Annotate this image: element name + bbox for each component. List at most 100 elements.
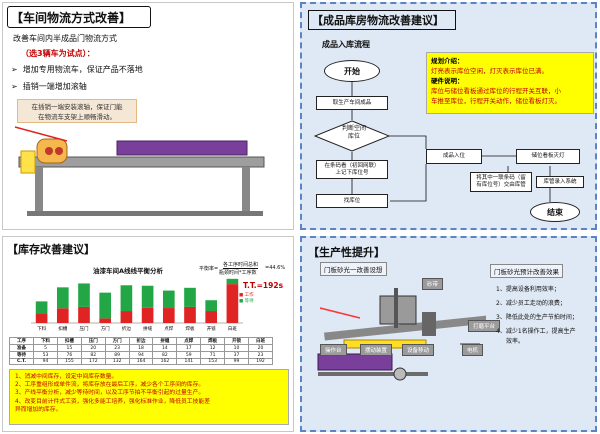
effect-item: 3、降低此处的生产节拍时间； <box>496 314 578 321</box>
table-cell: 192 <box>247 358 274 365</box>
x-tick-label: 下料 <box>37 325 46 331</box>
table-cell: 14 <box>152 344 178 352</box>
flow-start: 开始 <box>324 60 380 82</box>
bar-等待 <box>120 285 133 312</box>
chart-title: 油漆车间A线线平衡分析 <box>93 267 164 275</box>
plan-note: 规划介绍： 灯亮表示库位空闲，灯灭表示库位已满。 硬件说明： 库位与储位看板通过… <box>426 52 594 114</box>
bar-等待 <box>56 287 69 309</box>
table-cell: 5 <box>33 344 58 352</box>
cart-illustration <box>14 126 265 216</box>
bar-工作 <box>184 306 196 323</box>
bar-工作 <box>56 308 69 323</box>
line-balance-chart: 下料扣槽压门方门折边拼缝点焊焊板开锁白班 <box>31 278 243 331</box>
flow-step: 在条码看（初回网联）上记下库位号 <box>316 160 388 179</box>
label-swing-device: 摆动装置 <box>360 344 393 356</box>
bar-等待 <box>78 283 90 307</box>
legend-work: ■ 工作 <box>239 293 254 298</box>
bar-工作 <box>35 313 48 323</box>
table-cell: 89 <box>104 351 130 359</box>
table-cell: 172 <box>80 358 106 365</box>
effect-item: 4、减少1名操作工，提高生产 <box>496 328 576 335</box>
label-sandbelt: 砂带 <box>422 278 444 290</box>
x-tick-label: 压门 <box>80 325 89 331</box>
bullet-item: ➢ 插销一端增加滚轴 <box>11 82 87 91</box>
label-equipment-move: 设备移动 <box>402 344 435 356</box>
flow-end: 结束 <box>530 202 580 222</box>
takt-time: T.T.=192s <box>243 281 284 290</box>
bullet-item: ➢ 增加专用物流车，保证产品不落地 <box>11 65 143 74</box>
bar-等待 <box>99 292 112 319</box>
x-tick-label: 点焊 <box>164 325 173 331</box>
bar-工作 <box>141 307 154 323</box>
bar-工作 <box>78 306 90 323</box>
x-tick-label: 白班 <box>228 325 237 331</box>
logistics-panel: 【车间物流方式改善】 改善车间内半成品门物流方式 （选3辆车为试点）： ➢ 增加… <box>2 2 294 230</box>
table-cell: 164 <box>128 358 154 365</box>
table-cell: 10 <box>224 344 249 352</box>
balance-rate-label: 平衡率= <box>199 266 219 272</box>
table-cell: 76 <box>56 351 82 359</box>
bar-等待 <box>162 290 175 309</box>
bar-等待 <box>226 278 239 285</box>
table-cell: 12 <box>200 344 226 352</box>
label-motor: 电机 <box>462 344 484 356</box>
table-cell: 方门 <box>104 337 130 345</box>
bar-工作 <box>162 308 175 323</box>
table-cell: 15 <box>56 344 82 352</box>
table-cell: 94 <box>128 351 154 359</box>
table-cell: 99 <box>224 358 249 365</box>
effect-item: 2、减少员工走动的浪费； <box>496 300 566 307</box>
table-cell: 焊板 <box>200 337 226 345</box>
table-cell: 155 <box>56 358 82 365</box>
flow-step: 找库位 <box>316 194 388 208</box>
balance-rate-num: 各工序时间总和 <box>223 262 259 269</box>
table-cell: 162 <box>152 358 178 365</box>
x-tick-label: 扣槽 <box>58 325 67 331</box>
table-cell: 94 <box>33 358 58 365</box>
table-cell: 141 <box>176 358 202 365</box>
table-cell: 20 <box>80 344 106 352</box>
panel-title: 【成品库房物流改善建议】 <box>308 10 456 30</box>
panel-title: 【车间物流方式改善】 <box>7 6 151 28</box>
table-cell: 82 <box>152 351 178 359</box>
x-tick-label: 焊板 <box>186 325 195 331</box>
flow-step: 库管录入系统 <box>536 176 584 188</box>
table-cell: 23 <box>247 351 274 359</box>
inventory-panel: 【库存改善建议】 油漆车间A线线平衡分析 平衡率= 各工序时间总和 瓶颈时间*工… <box>2 236 294 432</box>
table-cell: 压门 <box>80 337 106 345</box>
balance-rate-den: 瓶颈时间*工序数 <box>219 270 257 276</box>
panel-title: 【库存改善建议】 <box>7 243 95 256</box>
bar-工作 <box>120 311 133 323</box>
table-cell: 开锁 <box>224 337 249 345</box>
table-cell: 132 <box>104 358 130 365</box>
effect-title: 门板砂光预计改善效果 <box>490 264 563 278</box>
balance-rate-value: =44.6% <box>265 265 286 271</box>
table-cell: 59 <box>176 351 202 359</box>
improvement-list: 1、消减中间库存，设定中间库存数量。 2、工序重组形成单件流，将库存放在最后工序… <box>9 369 289 425</box>
table-cell: 扣槽 <box>56 337 82 345</box>
table-row: 工序下料扣槽压门方门折边拼缝点焊焊板开锁白班 <box>8 337 274 345</box>
table-cell: 23 <box>104 344 130 352</box>
flow-step: 储位看板灭灯 <box>516 149 580 164</box>
table-cell: 白班 <box>247 337 274 345</box>
table-cell: 等待 <box>8 351 35 359</box>
flow-step: 成品入位 <box>426 149 482 164</box>
table-cell: 20 <box>247 344 274 352</box>
label-operator-table: 操作台 <box>320 344 347 356</box>
effect-item: 1、提高设备利用效率； <box>496 286 560 293</box>
legend-wait: ■ 等待 <box>239 299 254 304</box>
sanding-illustration <box>317 288 486 381</box>
productivity-panel: 【生产性提升】 门板砂光一改善设想 门板砂光预计改善效果 砂带 打磨平台 操作台… <box>300 236 597 432</box>
bar-工作 <box>226 284 239 323</box>
table-cell: 37 <box>224 351 249 359</box>
table-cell: 下料 <box>33 337 58 345</box>
callout-box: 在插销一端安装滚轴，保证门能在物流车支架上顺畅滑动。 <box>17 99 137 123</box>
table-cell: 53 <box>33 351 58 359</box>
flow-step: 取生产车间成品 <box>316 96 388 110</box>
table-cell: 18 <box>128 344 154 352</box>
flow-step: 将其中一联条码（留有库位号）交由库管 <box>470 172 532 192</box>
x-tick-label: 方门 <box>101 325 110 331</box>
label-platform: 打磨平台 <box>468 320 501 332</box>
bar-等待 <box>35 301 48 314</box>
